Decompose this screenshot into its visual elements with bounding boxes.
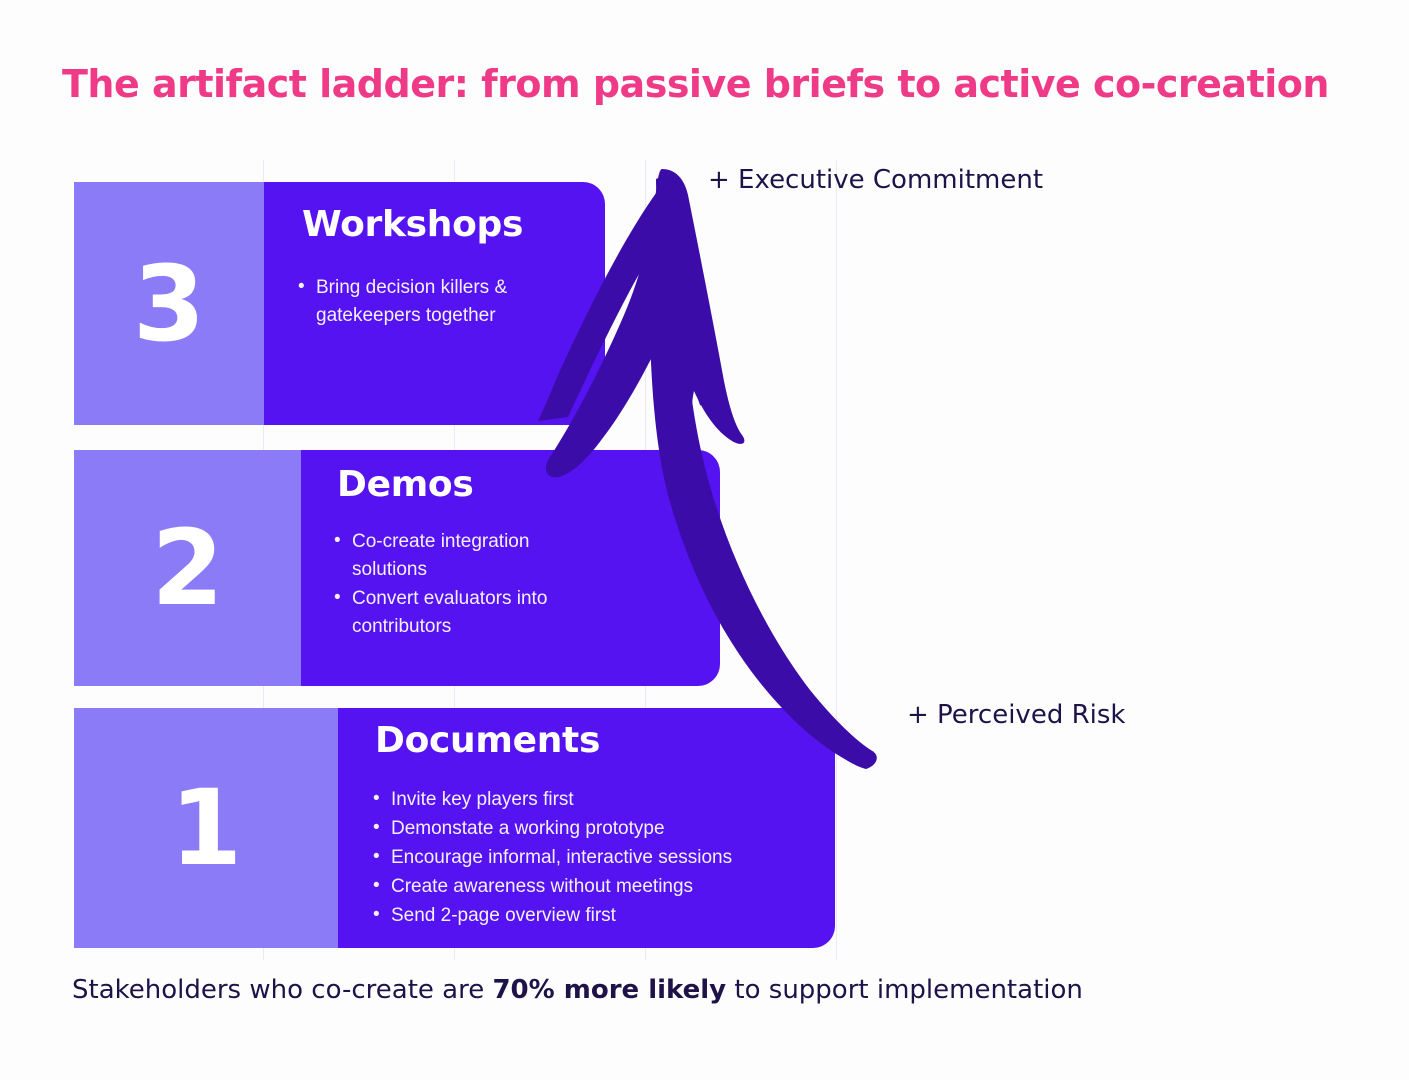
- list-item: Bring decision killers & gatekeepers tog…: [296, 273, 546, 330]
- step-bullet-list: Co-create integration solutions Convert …: [332, 527, 602, 642]
- step-number-panel: 1: [74, 708, 338, 948]
- step-bullet-list: Bring decision killers & gatekeepers tog…: [296, 273, 546, 331]
- ladder-row-workshops: 3 Workshops Bring decision killers & gat…: [74, 182, 605, 425]
- step-title: Workshops: [302, 204, 524, 245]
- arrow-barb-right: [656, 173, 726, 417]
- page-title: The artifact ladder: from passive briefs…: [62, 62, 1329, 106]
- step-number: 1: [169, 767, 243, 889]
- footer-suffix: to support implementation: [726, 975, 1083, 1005]
- step-title: Documents: [375, 720, 601, 761]
- list-item: Convert evaluators into contributors: [332, 584, 602, 641]
- ladder-row-demos: 2 Demos Co-create integration solutions …: [74, 450, 720, 686]
- list-item: Encourage informal, interactive sessions: [371, 843, 801, 872]
- step-number: 2: [151, 507, 224, 629]
- step-number: 3: [132, 242, 206, 365]
- step-number-panel: 2: [74, 450, 301, 686]
- footer-emphasis: 70% more likely: [492, 975, 727, 1005]
- list-item: Create awareness without meetings: [371, 872, 801, 901]
- footer-prefix: Stakeholders who co-create are: [72, 975, 493, 1005]
- list-item: Send 2-page overview first: [371, 901, 801, 930]
- step-number-panel: 3: [74, 182, 264, 425]
- ladder-row-documents: 1 Documents Invite key players first Dem…: [74, 708, 835, 948]
- gridline-4: [836, 160, 837, 960]
- annotation-executive-commitment: + Executive Commitment: [708, 165, 1044, 195]
- step-title: Demos: [337, 464, 474, 505]
- annotation-perceived-risk: + Perceived Risk: [907, 700, 1126, 730]
- list-item: Invite key players first: [371, 785, 801, 814]
- list-item: Co-create integration solutions: [332, 527, 602, 584]
- step-bullet-list: Invite key players first Demonstate a wo…: [371, 785, 801, 932]
- footer-statistic: Stakeholders who co-create are 70% more …: [72, 975, 1083, 1005]
- list-item: Demonstate a working prototype: [371, 814, 801, 843]
